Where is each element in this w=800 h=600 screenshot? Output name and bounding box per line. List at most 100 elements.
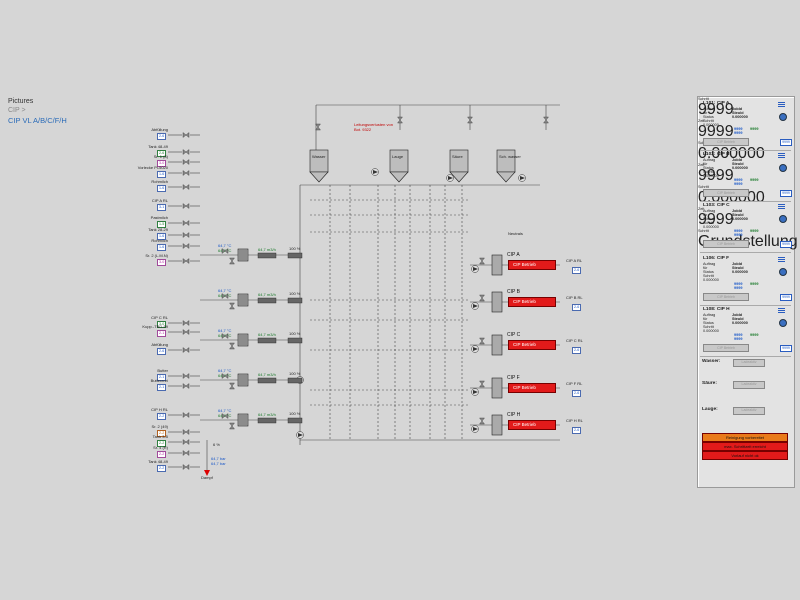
settings-icon[interactable]: [779, 268, 787, 276]
source-tag[interactable]: 2-1: [157, 374, 167, 381]
cip-tank-icon[interactable]: [491, 291, 503, 313]
valve-icon[interactable]: [182, 159, 190, 165]
valve-icon[interactable]: [221, 293, 229, 299]
source-tag[interactable]: 2-6: [157, 133, 167, 140]
valve-icon[interactable]: [182, 347, 190, 353]
valve-icon[interactable]: [467, 116, 473, 124]
cip-rl-tag[interactable]: 2-6: [572, 427, 582, 434]
settings-icon[interactable]: [779, 215, 787, 223]
source-tag[interactable]: 1-6: [157, 171, 167, 178]
valve-icon[interactable]: [182, 184, 190, 190]
valve-icon[interactable]: [182, 373, 190, 379]
valve-icon[interactable]: [182, 132, 190, 138]
control-valve-icon[interactable]: [287, 337, 303, 344]
source-tag[interactable]: 1-5: [157, 221, 167, 228]
source-tag[interactable]: 1-6: [157, 185, 167, 192]
saeure-button[interactable]: Ladeaktiv: [733, 381, 765, 389]
valve-icon[interactable]: [182, 320, 190, 326]
source-tag[interactable]: 3-0: [157, 259, 167, 266]
panel-small-button[interactable]: 9999: [780, 190, 792, 197]
valve-icon[interactable]: [182, 170, 190, 176]
list-icon[interactable]: [778, 102, 785, 108]
settings-icon[interactable]: [779, 319, 787, 327]
lauge-button[interactable]: Ladeaktiv: [733, 407, 765, 415]
control-valve-icon[interactable]: [287, 252, 303, 259]
source-tag[interactable]: 2-2: [157, 451, 167, 458]
cip-tank-icon[interactable]: [491, 254, 503, 276]
control-valve-icon[interactable]: [287, 377, 303, 384]
source-tag[interactable]: 2-6: [157, 348, 167, 355]
valve-icon[interactable]: [479, 417, 485, 425]
valve-icon[interactable]: [182, 450, 190, 456]
valve-icon[interactable]: [479, 257, 485, 265]
valve-icon[interactable]: [182, 203, 190, 209]
cip-status-badge[interactable]: CIP Betrieb: [508, 420, 556, 430]
valve-icon[interactable]: [229, 422, 235, 430]
panel-small-button[interactable]: 9999: [780, 139, 792, 146]
valve-icon[interactable]: [182, 329, 190, 335]
settings-icon[interactable]: [779, 113, 787, 121]
cip-status-badge[interactable]: CIP Betrieb: [508, 340, 556, 350]
heat-exchanger-icon[interactable]: [237, 248, 249, 262]
valve-icon[interactable]: [182, 412, 190, 418]
valve-icon[interactable]: [221, 333, 229, 339]
settings-icon[interactable]: [779, 164, 787, 172]
valve-icon[interactable]: [182, 383, 190, 389]
cip-rl-tag[interactable]: 2-6: [572, 267, 582, 274]
cip-rl-tag[interactable]: 2-6: [572, 347, 582, 354]
cip-tank-icon[interactable]: [491, 414, 503, 436]
cip-betrieb-button[interactable]: CIP Betrieb: [703, 344, 749, 352]
source-tag[interactable]: 2-1: [157, 384, 167, 391]
valve-icon[interactable]: [182, 220, 190, 226]
heat-exchanger-icon[interactable]: [237, 293, 249, 307]
valve-icon[interactable]: [315, 123, 321, 131]
list-icon[interactable]: [778, 204, 785, 210]
cip-betrieb-button[interactable]: CIP Betrieb: [703, 293, 749, 301]
valve-icon[interactable]: [182, 149, 190, 155]
valve-icon[interactable]: [182, 464, 190, 470]
wasser-button[interactable]: Ladeaktiv: [733, 359, 765, 367]
source-tag[interactable]: 3-0: [157, 321, 167, 328]
panel-small-button[interactable]: 9999: [780, 241, 792, 248]
heat-exchanger-icon[interactable]: [237, 413, 249, 427]
cip-rl-tag[interactable]: 2-6: [572, 390, 582, 397]
valve-icon[interactable]: [182, 243, 190, 249]
list-icon[interactable]: [778, 257, 785, 263]
valve-icon[interactable]: [182, 258, 190, 264]
source-tag[interactable]: 3-1: [157, 204, 167, 211]
source-tag[interactable]: 1-6: [157, 244, 167, 251]
valve-icon[interactable]: [182, 429, 190, 435]
valve-icon[interactable]: [397, 116, 403, 124]
source-tag[interactable]: 2-1: [157, 330, 167, 337]
valve-icon[interactable]: [229, 257, 235, 265]
panel-small-button[interactable]: 9999: [780, 345, 792, 352]
valve-icon[interactable]: [229, 382, 235, 390]
heat-exchanger-icon[interactable]: [237, 373, 249, 387]
valve-icon[interactable]: [221, 373, 229, 379]
panel-small-button[interactable]: 9999: [780, 294, 792, 301]
cip-betrieb-button[interactable]: CIP Betrieb: [703, 189, 749, 197]
valve-icon[interactable]: [221, 248, 229, 254]
breadcrumb-level1[interactable]: CIP >: [8, 107, 26, 114]
valve-icon[interactable]: [229, 342, 235, 350]
valve-icon[interactable]: [479, 380, 485, 388]
valve-icon[interactable]: [221, 413, 229, 419]
list-icon[interactable]: [778, 308, 785, 314]
cip-tank-icon[interactable]: [491, 334, 503, 356]
cip-betrieb-button[interactable]: CIP Betrieb: [703, 138, 749, 146]
valve-icon[interactable]: [479, 294, 485, 302]
list-icon[interactable]: [778, 153, 785, 159]
valve-icon[interactable]: [479, 337, 485, 345]
heat-exchanger-icon[interactable]: [237, 333, 249, 347]
source-tag[interactable]: 1-6: [157, 233, 167, 240]
cip-tank-icon[interactable]: [491, 377, 503, 399]
valve-icon[interactable]: [182, 439, 190, 445]
source-tag[interactable]: 2-2: [157, 465, 167, 472]
cip-rl-tag[interactable]: 2-6: [572, 304, 582, 311]
valve-icon[interactable]: [229, 302, 235, 310]
cip-status-badge[interactable]: CIP Betrieb: [508, 260, 556, 270]
cip-betrieb-button[interactable]: CIP Betrieb: [703, 240, 749, 248]
source-tag[interactable]: 2-2: [157, 413, 167, 420]
source-tag[interactable]: 3-0: [157, 160, 167, 167]
source-tag[interactable]: 2-2: [157, 440, 167, 447]
